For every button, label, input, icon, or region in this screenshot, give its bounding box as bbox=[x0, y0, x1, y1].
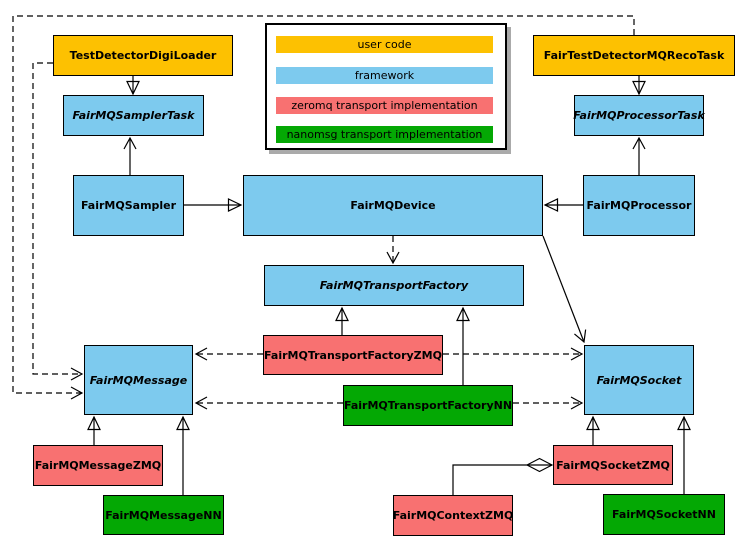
class-box-fairmqtransportfactory: FairMQTransportFactory bbox=[264, 265, 524, 306]
legend-label: user code bbox=[357, 38, 412, 51]
class-box-fairmqprocessortask: FairMQProcessorTask bbox=[573, 95, 705, 136]
class-label: FairMQSocket bbox=[596, 373, 682, 387]
class-box-fairmqtransportfactorynn: FairMQTransportFactoryNN bbox=[343, 385, 513, 426]
class-label: FairMQMessage bbox=[89, 373, 188, 387]
class-box-fairmqmessagezmq: FairMQMessageZMQ bbox=[33, 445, 163, 486]
legend-item-nanomsg: nanomsg transport implementation bbox=[276, 126, 493, 143]
class-label: FairMQProcessor bbox=[586, 199, 692, 212]
legend-box: user code framework zeromq transport imp… bbox=[265, 23, 507, 150]
edge-contextzmq-socketzmq-composition bbox=[452, 465, 552, 495]
class-label: FairMQTransportFactory bbox=[319, 279, 469, 292]
class-label: FairMQProcessorTask bbox=[573, 109, 705, 122]
legend-label: nanomsg transport implementation bbox=[286, 128, 483, 141]
class-label: TestDetectorDigiLoader bbox=[69, 49, 217, 62]
class-label: FairMQMessageNN bbox=[105, 508, 222, 522]
class-box-testdetectordigiloader: TestDetectorDigiLoader bbox=[53, 35, 233, 76]
legend-item-framework: framework bbox=[276, 67, 493, 84]
legend-label: zeromq transport implementation bbox=[291, 99, 478, 112]
class-box-fairmqsocketnn: FairMQSocketNN bbox=[603, 494, 725, 535]
legend-item-zeromq: zeromq transport implementation bbox=[276, 97, 493, 114]
class-box-fairtestdetectormqrecotask: FairTestDetectorMQRecoTask bbox=[533, 35, 735, 76]
class-label: FairMQContextZMQ bbox=[392, 509, 514, 522]
class-box-fairmqtransportfactoryzmq: FairMQTransportFactoryZMQ bbox=[263, 335, 443, 375]
class-box-fairmqdevice: FairMQDevice bbox=[243, 175, 543, 236]
class-label: FairMQSamplerTask bbox=[72, 109, 195, 122]
class-label: FairMQDevice bbox=[350, 199, 436, 212]
legend-item-user-code: user code bbox=[276, 36, 493, 53]
class-label: FairMQSampler bbox=[80, 199, 177, 212]
class-box-fairmqsocketzmq: FairMQSocketZMQ bbox=[553, 445, 673, 485]
class-label: FairMQSocketNN bbox=[612, 508, 716, 521]
class-box-fairmqprocessor: FairMQProcessor bbox=[583, 175, 695, 236]
class-box-fairmqmessagenn: FairMQMessageNN bbox=[103, 495, 224, 535]
class-label: FairTestDetectorMQRecoTask bbox=[543, 49, 725, 62]
class-box-fairmqcontextzmq: FairMQContextZMQ bbox=[393, 495, 513, 536]
class-label: FairMQSocketZMQ bbox=[556, 458, 670, 472]
edge-device-socket-association bbox=[542, 235, 587, 344]
legend-label: framework bbox=[354, 69, 415, 82]
class-label: FairMQMessageZMQ bbox=[34, 459, 162, 472]
class-box-fairmqsocket: FairMQSocket bbox=[584, 345, 694, 415]
class-box-fairmqsampler: FairMQSampler bbox=[73, 175, 184, 236]
class-label: FairMQTransportFactoryZMQ bbox=[264, 348, 442, 362]
class-label: FairMQTransportFactoryNN bbox=[343, 399, 513, 412]
class-box-fairmqmessage: FairMQMessage bbox=[84, 345, 193, 415]
class-box-fairmqsamplertask: FairMQSamplerTask bbox=[63, 95, 204, 136]
